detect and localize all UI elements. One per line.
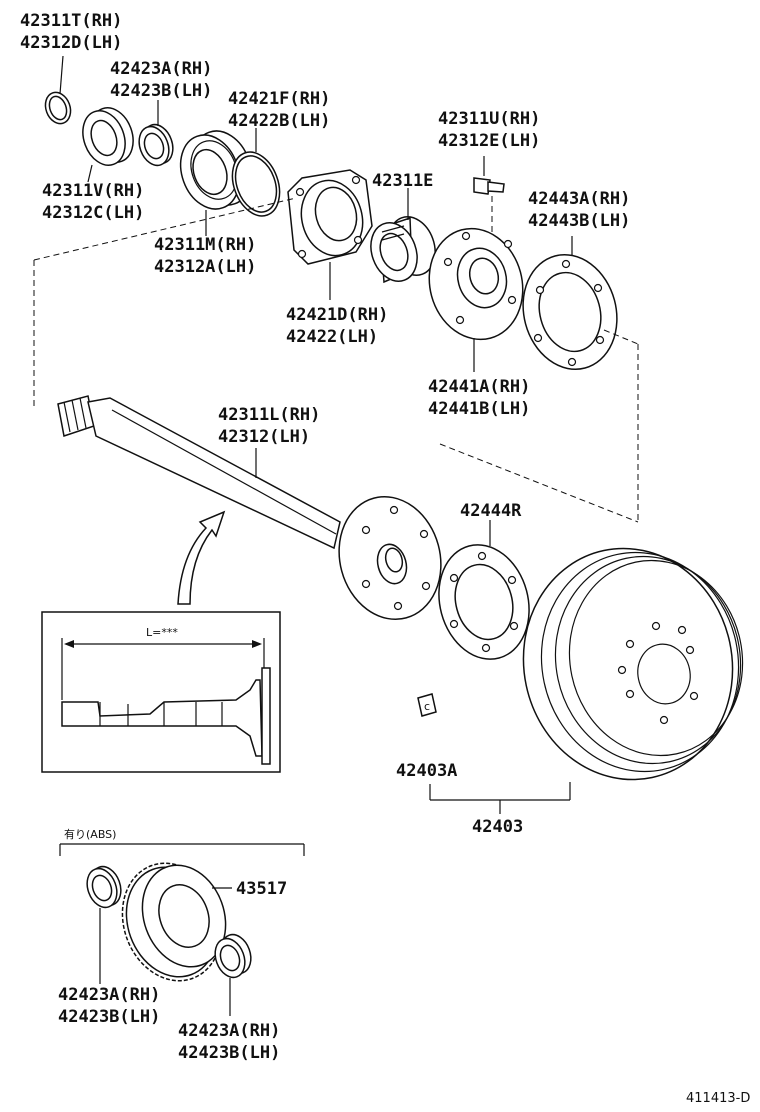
label-line: 42311L(RH)	[218, 405, 320, 425]
plug-42403a[interactable]: c	[417, 693, 437, 717]
figure-code: 411413-D	[686, 1091, 750, 1106]
label-line: 42423A(RH)	[178, 1021, 280, 1041]
svg-text:c: c	[424, 700, 430, 713]
label-line: 42312C(LH)	[42, 203, 144, 223]
label-line: 42311E	[372, 171, 433, 191]
label-line: 42311T(RH)	[20, 11, 122, 31]
label-line: 42311U(RH)	[438, 109, 540, 129]
label-line: 42312A(LH)	[154, 257, 256, 277]
label-line: 42421D(RH)	[286, 305, 388, 325]
o-ring-42421f[interactable]	[224, 145, 288, 222]
label-42423a-top: 42423A(RH) 42423B(LH)	[110, 59, 212, 101]
label-42311t: 42311T(RH) 42312D(LH)	[20, 11, 122, 53]
label-line: 42423B(LH)	[110, 81, 212, 101]
axle-shaft-42311l[interactable]	[57, 395, 454, 631]
label-42311l: 42311L(RH) 42312(LH)	[218, 405, 320, 447]
shaft-length-inset	[41, 611, 281, 773]
label-42311u: 42311U(RH) 42312E(LH)	[438, 109, 540, 151]
label-line: 42311V(RH)	[42, 181, 144, 201]
brake-drum-42403[interactable]	[502, 529, 760, 799]
abs-ring-42423a-bottom[interactable]	[210, 930, 256, 981]
snap-ring-42311t[interactable]	[41, 89, 74, 127]
label-line: 42421F(RH)	[228, 89, 330, 109]
label-42311e: 42311E	[372, 171, 433, 191]
label-42403a: 42403A	[396, 761, 457, 781]
label-line: 42423A(RH)	[110, 59, 212, 79]
assembly-outline	[33, 197, 639, 523]
label-line: 42423B(LH)	[58, 1007, 160, 1027]
label-line: 42441A(RH)	[428, 377, 530, 397]
label-line: 42423B(LH)	[178, 1043, 280, 1063]
label-42423a-left: 42423A(RH) 42423B(LH)	[58, 985, 160, 1027]
abs-ring-42423a-left[interactable]	[82, 862, 126, 911]
axle-hub-42441a[interactable]	[417, 218, 535, 350]
label-line: 42311M(RH)	[154, 235, 256, 255]
inset-dimension-label: L=***	[146, 626, 178, 639]
abs-note: 有り(ABS)	[64, 827, 116, 841]
gasket-42443a[interactable]	[511, 244, 630, 380]
label-42441a: 42441A(RH) 42441B(LH)	[428, 377, 530, 419]
label-42421f: 42421F(RH) 42422B(LH)	[228, 89, 330, 131]
inset-arrow	[177, 510, 226, 605]
label-42311m: 42311M(RH) 42312A(LH)	[154, 235, 256, 277]
bearing-retainer-42421d[interactable]	[287, 169, 373, 265]
label-line: 43517	[236, 879, 287, 899]
bearing-42311e[interactable]	[363, 210, 443, 287]
label-42423a-bottom: 42423A(RH) 42423B(LH)	[178, 1021, 280, 1063]
label-line: 42423A(RH)	[58, 985, 160, 1005]
label-line: 42403A	[396, 761, 457, 781]
label-line: 42441B(LH)	[428, 399, 530, 419]
label-line: 42443A(RH)	[528, 189, 630, 209]
abs-sensor-rotor-43517[interactable]	[106, 849, 239, 995]
label-42443a: 42443A(RH) 42443B(LH)	[528, 189, 630, 231]
oil-seal-42311v[interactable]	[76, 102, 141, 171]
label-line: 42444R	[460, 501, 522, 521]
label-42403: 42403	[472, 817, 523, 837]
label-line: 42422B(LH)	[228, 111, 330, 131]
label-line: 42422(LH)	[286, 327, 378, 347]
label-line: 42312D(LH)	[20, 33, 122, 53]
label-line: 42312(LH)	[218, 427, 310, 447]
label-line: 42443B(LH)	[528, 211, 630, 231]
gasket-42444r[interactable]	[426, 535, 541, 670]
label-42421d: 42421D(RH) 42422(LH)	[286, 305, 388, 347]
label-line: 42403	[472, 817, 523, 837]
hub-bolt-42311u[interactable]	[473, 177, 505, 195]
label-42444r: 42444R	[460, 501, 522, 521]
label-line: 42312E(LH)	[438, 131, 540, 151]
bearing-ring-42423a-top[interactable]	[134, 120, 178, 169]
label-43517: 43517	[236, 879, 287, 899]
label-42311v: 42311V(RH) 42312C(LH)	[42, 181, 144, 223]
